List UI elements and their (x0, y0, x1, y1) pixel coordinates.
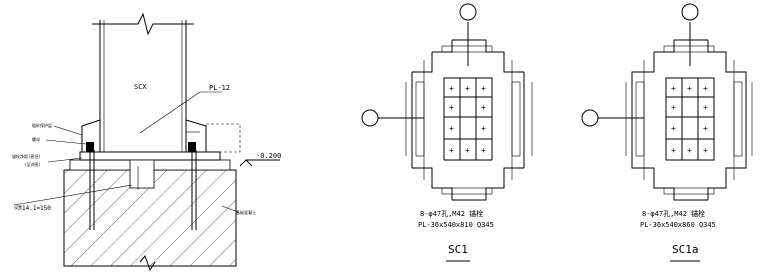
note-dimension: 14.1=150 (22, 205, 51, 212)
column-label: SCX (134, 83, 147, 91)
anchor-bolt-right (188, 142, 197, 230)
bolt-grid-sc1a: + + + + + + + + + + (671, 84, 708, 155)
note-anchor: 锚栓净距(直径) (12, 153, 41, 159)
note-nut: 螺母 (32, 136, 40, 142)
note-foundation: 基础混凝土 (236, 209, 256, 215)
svg-text:+: + (671, 84, 676, 93)
svg-text:+: + (465, 146, 470, 155)
axis-bubble-left-2 (581, 109, 599, 127)
axis-bubble-top (459, 3, 477, 21)
svg-text:+: + (449, 124, 454, 133)
svg-text:+: + (449, 103, 454, 112)
break-line (92, 12, 194, 36)
sc1-plate-note: PL-36x540x810 Q345 (418, 221, 494, 229)
svg-text:+: + (481, 146, 486, 155)
sc1a-title: SC1a (672, 243, 699, 256)
plan-sc1a: + + + + + + + + + + 8-φ47孔,M42 锚栓 PL-36x540x86… (581, 3, 753, 262)
svg-text:+: + (687, 146, 692, 155)
svg-text:+: + (671, 103, 676, 112)
svg-text:+: + (687, 84, 692, 93)
shear-key (129, 159, 155, 189)
svg-text:+: + (449, 84, 454, 93)
svg-text:+: + (703, 124, 708, 133)
sc1a-plate-note: PL-36x540x860 Q345 (640, 221, 716, 229)
bolt-grid-sc1: + + + + + + + + + + (449, 84, 486, 155)
svg-text:+: + (449, 146, 454, 155)
column-section-view: SCX PL-12 粗砂保护层 螺母 锚栓净距(直径) (见详图) 设置 14.… (12, 12, 281, 272)
sc1-bolt-note: 8-φ47孔,M42 锚栓 (420, 209, 483, 218)
svg-text:+: + (703, 146, 708, 155)
svg-text:+: + (703, 84, 708, 93)
elevation-label: -0.200 (256, 152, 281, 160)
base-plate (79, 151, 221, 161)
sc1-title: SC1 (448, 243, 468, 256)
svg-text:+: + (481, 124, 486, 133)
note-grout: 粗砂保护层 (32, 122, 52, 128)
note-depth: 设置 (14, 204, 22, 210)
plate-label: PL-12 (209, 84, 230, 92)
axis-bubble-left (361, 109, 379, 127)
svg-text:+: + (703, 103, 708, 112)
axis-bubble-top-2 (681, 3, 699, 21)
elevation-marker: -0.200 (205, 123, 281, 167)
svg-text:+: + (671, 146, 676, 155)
svg-text:+: + (671, 124, 676, 133)
svg-text:+: + (465, 84, 470, 93)
sc1a-bolt-note: 8-φ47孔,M42 锚栓 (642, 209, 705, 218)
note-anchor-sub: (见详图) (24, 161, 41, 167)
svg-text:+: + (481, 103, 486, 112)
plan-sc1: + + + + + + + + + + 8-φ47孔,M42 锚栓 PL-36x540x81… (361, 3, 533, 262)
svg-text:+: + (481, 84, 486, 93)
anchor-bolt-left (86, 142, 95, 230)
